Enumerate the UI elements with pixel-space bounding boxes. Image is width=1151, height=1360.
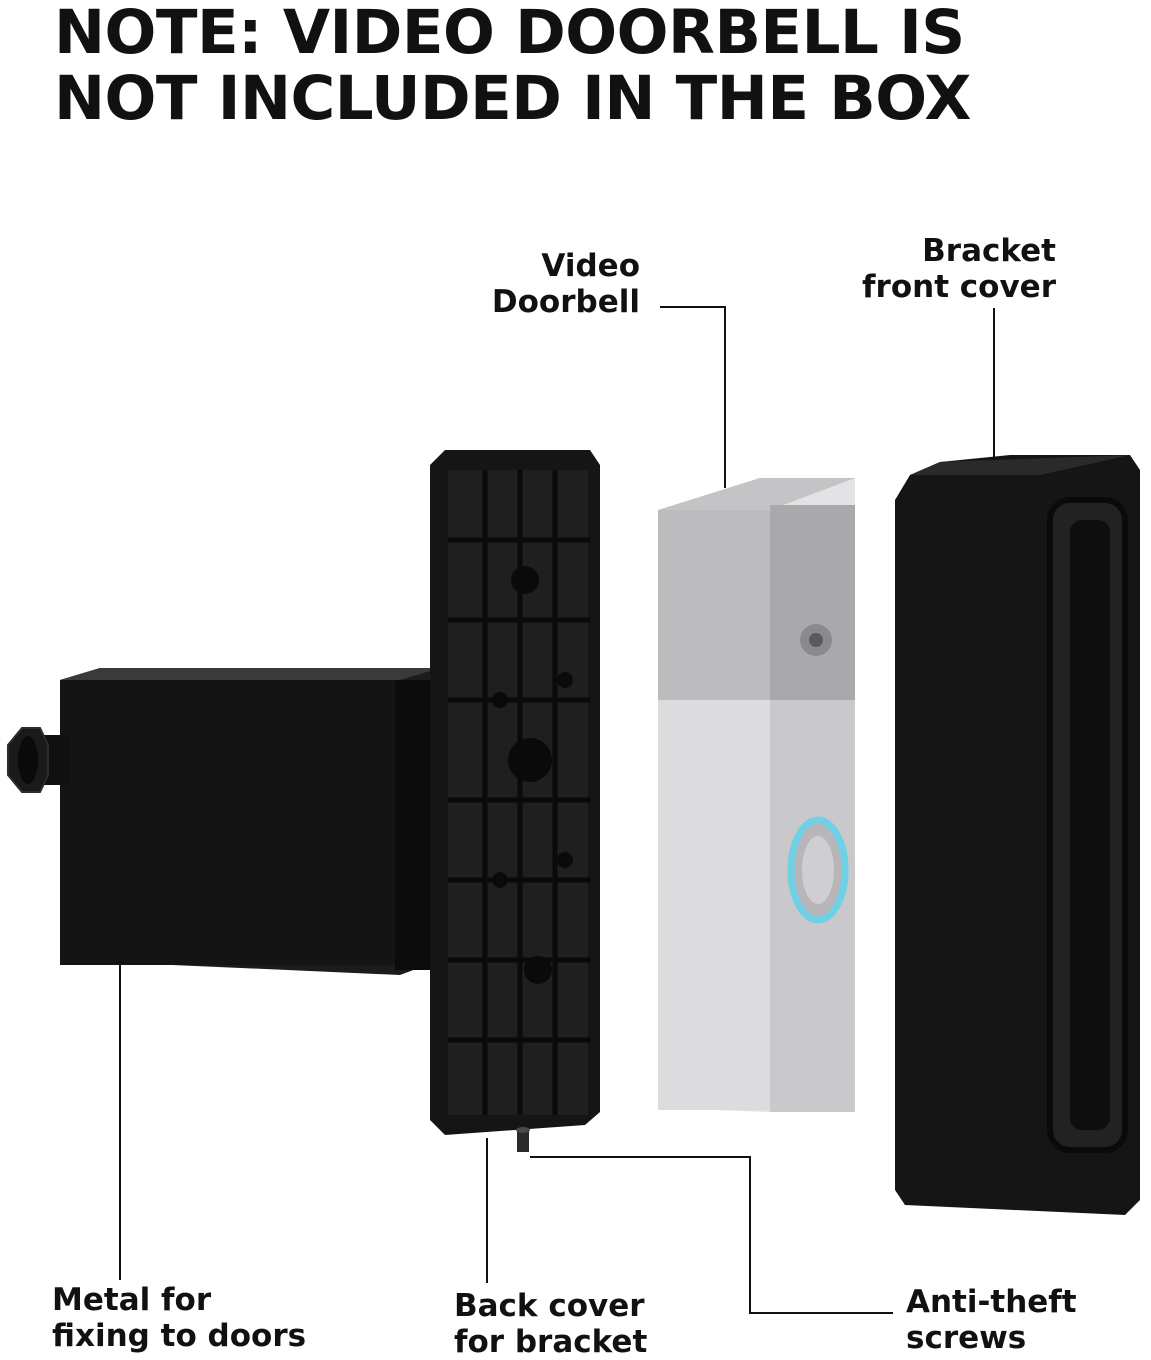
label-video-doorbell-line-2: Doorbell <box>491 284 640 320</box>
metal-door-bracket <box>60 668 440 975</box>
anti-theft-screw <box>516 1127 530 1152</box>
bracket-front-cover <box>895 455 1140 1215</box>
label-back-cover-line-1: Back cover <box>454 1288 645 1324</box>
thumb-knob <box>7 727 70 793</box>
label-back-cover-line-2: for bracket <box>454 1324 648 1360</box>
label-video-doorbell: Video Doorbell <box>430 248 640 320</box>
back-cover-plate <box>430 450 600 1135</box>
label-bracket-front-cover: Bracket front cover <box>820 233 1056 305</box>
label-metal-for-fixing: Metal for fixing to doors <box>52 1282 352 1354</box>
headline-line-1: NOTE: VIDEO DOORBELL IS <box>54 0 965 68</box>
label-bracket-front-cover-line-1: Bracket <box>922 233 1056 269</box>
callout-lines <box>119 306 995 1314</box>
callout-anti-theft <box>530 1156 893 1314</box>
label-back-cover: Back cover for bracket <box>454 1288 684 1360</box>
label-anti-theft-line-1: Anti-theft <box>906 1284 1077 1320</box>
note-headline: NOTE: VIDEO DOORBELL IS NOT INCLUDED IN … <box>54 0 971 132</box>
callout-video-doorbell <box>660 306 726 488</box>
headline-line-2: NOT INCLUDED IN THE BOX <box>54 63 971 134</box>
label-anti-theft-screws: Anti-theft screws <box>906 1284 1126 1356</box>
label-anti-theft-line-2: screws <box>906 1320 1027 1356</box>
label-video-doorbell-line-1: Video <box>541 248 640 284</box>
label-bracket-front-cover-line-2: front cover <box>862 269 1056 305</box>
label-metal-line-1: Metal for <box>52 1282 212 1318</box>
label-metal-line-2: fixing to doors <box>52 1318 307 1354</box>
video-doorbell-illustration <box>658 478 855 1112</box>
